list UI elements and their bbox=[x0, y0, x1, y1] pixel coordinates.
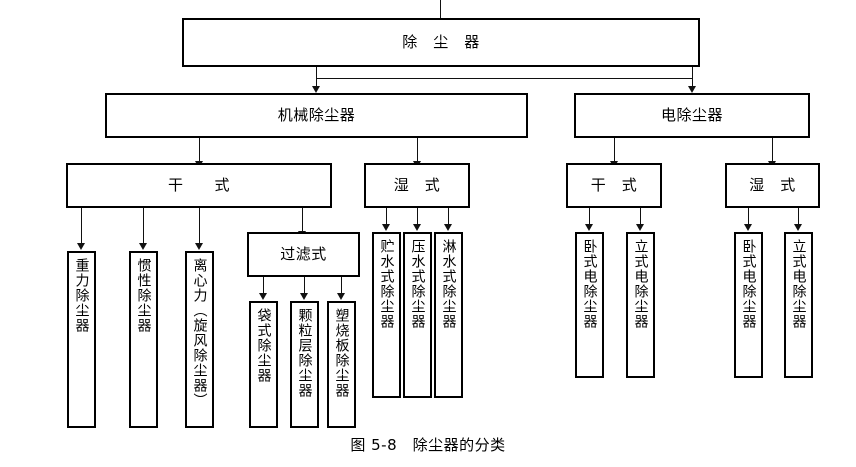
node-label: 湿 式 bbox=[393, 176, 441, 195]
connector-espwet-child-2 bbox=[798, 208, 799, 225]
arrow-mechwet-child-1 bbox=[382, 224, 390, 231]
connector-mechwet-child-1 bbox=[386, 208, 387, 225]
connector-root-bus bbox=[316, 78, 692, 79]
leaf-horizontal-esp-dry: 卧式电除尘器 bbox=[575, 232, 604, 378]
leaf-label: 卧式电除尘器 bbox=[581, 239, 598, 329]
arrow-filter-child-3 bbox=[337, 293, 345, 300]
node-label: 除 尘 器 bbox=[402, 33, 480, 52]
leaf-label: 淋水式除尘器 bbox=[440, 239, 457, 329]
leaf-vertical-esp-wet: 立式电除尘器 bbox=[784, 232, 813, 378]
arrow-espwet-child-1 bbox=[744, 224, 752, 231]
leaf-label: 卧式电除尘器 bbox=[740, 239, 757, 329]
connector-mechdry-child-1 bbox=[81, 208, 82, 244]
connector-esp-to-wet bbox=[772, 138, 773, 163]
arrow-to-mechanical bbox=[312, 86, 320, 93]
connector-espdry-child-2 bbox=[640, 208, 641, 225]
leaf-gravity-dust-collector: 重力除尘器 bbox=[67, 251, 96, 428]
leaf-water-storage-dust-collector: 贮水式除尘器 bbox=[372, 232, 401, 398]
connector-filter-child-3 bbox=[341, 277, 342, 294]
arrow-mechdry-child-2 bbox=[139, 243, 147, 250]
connector-drop-electrostatic bbox=[692, 78, 693, 87]
arrow-mechdry-child-3 bbox=[195, 243, 203, 250]
leaf-label: 塑烧板除尘器 bbox=[333, 308, 350, 398]
connector-drop-mechanical bbox=[316, 78, 317, 87]
node-label: 干 式 bbox=[167, 176, 230, 195]
node-mechanical-dry: 干 式 bbox=[66, 163, 332, 208]
figure-caption: 图 5-8 除尘器的分类 bbox=[350, 436, 506, 454]
leaf-label: 立式电除尘器 bbox=[632, 239, 649, 329]
leaf-label: 袋式除尘器 bbox=[255, 308, 272, 383]
connector-filter-child-2 bbox=[304, 277, 305, 294]
leaf-label: 颗粒层除尘器 bbox=[296, 308, 313, 398]
leaf-horizontal-esp-wet: 卧式电除尘器 bbox=[734, 232, 763, 378]
connector-esp-to-dry bbox=[614, 138, 615, 163]
node-filtration-type: 过滤式 bbox=[247, 232, 360, 277]
node-electrostatic-dry: 干 式 bbox=[566, 163, 662, 208]
connector-root-stem bbox=[440, 0, 441, 18]
arrow-filter-child-2 bbox=[300, 293, 308, 300]
leaf-inertial-dust-collector: 惯性除尘器 bbox=[129, 251, 158, 428]
node-mechanical-dust-collector: 机械除尘器 bbox=[105, 93, 528, 138]
connector-espwet-child-1 bbox=[748, 208, 749, 225]
connector-filter-child-1 bbox=[263, 277, 264, 294]
connector-mech-to-dry bbox=[199, 138, 200, 163]
leaf-centrifugal-cyclone-dust-collector: 离心力（旋风除尘器） bbox=[185, 251, 214, 428]
arrow-to-electrostatic bbox=[688, 86, 696, 93]
leaf-vertical-esp-dry: 立式电除尘器 bbox=[626, 232, 655, 378]
node-label: 湿 式 bbox=[749, 176, 796, 195]
node-electrostatic-dust-collector: 电除尘器 bbox=[574, 93, 810, 138]
leaf-sintered-plate-dust-collector: 塑烧板除尘器 bbox=[327, 301, 356, 428]
connector-espdry-child-1 bbox=[589, 208, 590, 225]
arrow-espdry-child-2 bbox=[636, 224, 644, 231]
connector-mechdry-child-2 bbox=[143, 208, 144, 244]
arrow-mechwet-child-3 bbox=[444, 224, 452, 231]
connector-mech-to-wet bbox=[417, 138, 418, 163]
leaf-water-spray-dust-collector: 淋水式除尘器 bbox=[434, 232, 463, 398]
connector-mechwet-child-2 bbox=[417, 208, 418, 225]
node-label: 电除尘器 bbox=[660, 106, 723, 125]
arrow-mechdry-child-1 bbox=[77, 243, 85, 250]
arrow-espwet-child-2 bbox=[794, 224, 802, 231]
leaf-granular-bed-dust-collector: 颗粒层除尘器 bbox=[290, 301, 319, 428]
arrow-mechwet-child-2 bbox=[413, 224, 421, 231]
leaf-label: 重力除尘器 bbox=[73, 258, 90, 333]
leaf-label: 贮水式除尘器 bbox=[378, 239, 395, 329]
arrow-filter-child-1 bbox=[259, 293, 267, 300]
node-label: 干 式 bbox=[590, 176, 638, 195]
connector-mechdry-child-3 bbox=[199, 208, 200, 244]
node-electrostatic-wet: 湿 式 bbox=[725, 163, 820, 208]
connector-mechdry-to-filter bbox=[302, 208, 303, 232]
leaf-label: 立式电除尘器 bbox=[790, 239, 807, 329]
node-label: 过滤式 bbox=[280, 245, 327, 264]
connector-root-to-electrostatic bbox=[692, 67, 693, 78]
node-label: 机械除尘器 bbox=[277, 106, 356, 125]
node-mechanical-wet: 湿 式 bbox=[364, 163, 470, 208]
connector-root-to-mechanical bbox=[316, 67, 317, 78]
leaf-label: 惯性除尘器 bbox=[135, 258, 152, 333]
connector-mechwet-child-3 bbox=[448, 208, 449, 225]
leaf-label: 离心力（旋风除尘器） bbox=[191, 258, 208, 408]
arrow-espdry-child-1 bbox=[585, 224, 593, 231]
node-root-dust-collector: 除 尘 器 bbox=[182, 18, 700, 67]
leaf-bag-filter-dust-collector: 袋式除尘器 bbox=[249, 301, 278, 428]
leaf-label: 压水式除尘器 bbox=[409, 239, 426, 329]
leaf-water-pressure-dust-collector: 压水式除尘器 bbox=[403, 232, 432, 398]
